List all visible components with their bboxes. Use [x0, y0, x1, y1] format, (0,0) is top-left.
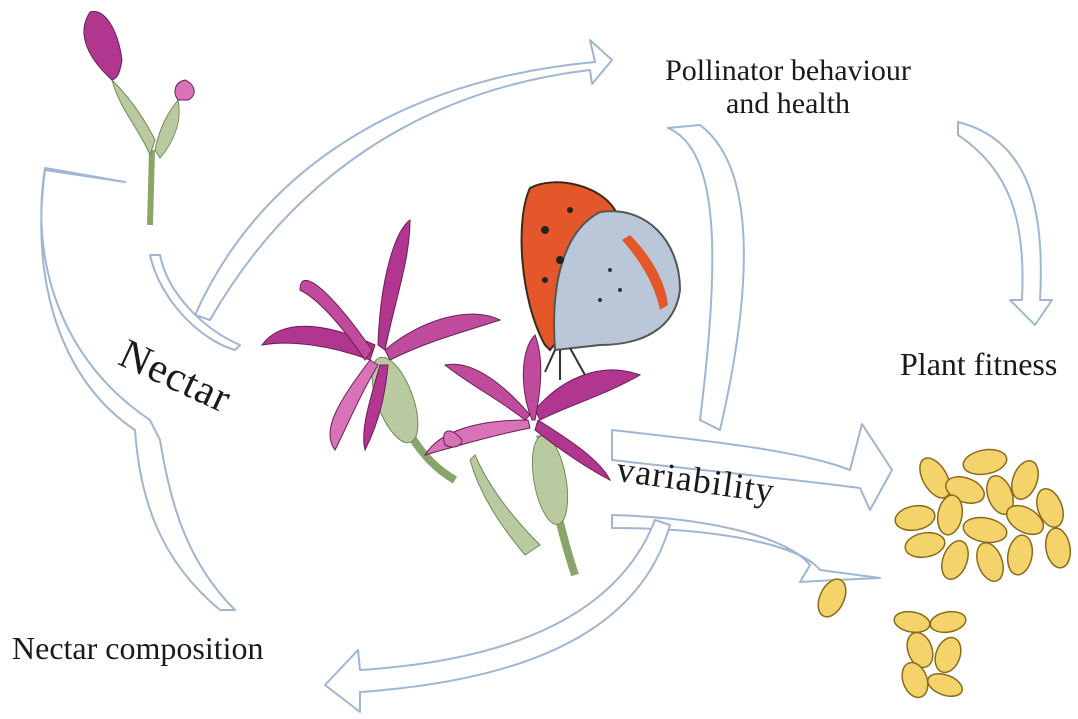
pollinator-label-line1: Pollinator behaviour [608, 54, 968, 87]
plant-fitness-label: Plant fitness [900, 346, 1057, 383]
arrow-to-composition [325, 520, 670, 712]
flower-bud-illustration [84, 12, 194, 225]
pollinator-behaviour-label: Pollinator behaviour and health [608, 54, 968, 120]
butterfly-illustration [522, 182, 680, 380]
nectar-composition-label: Nectar composition [12, 630, 263, 667]
pollinator-label-line2: and health [608, 87, 968, 120]
arrow-to-fitness [958, 122, 1052, 325]
